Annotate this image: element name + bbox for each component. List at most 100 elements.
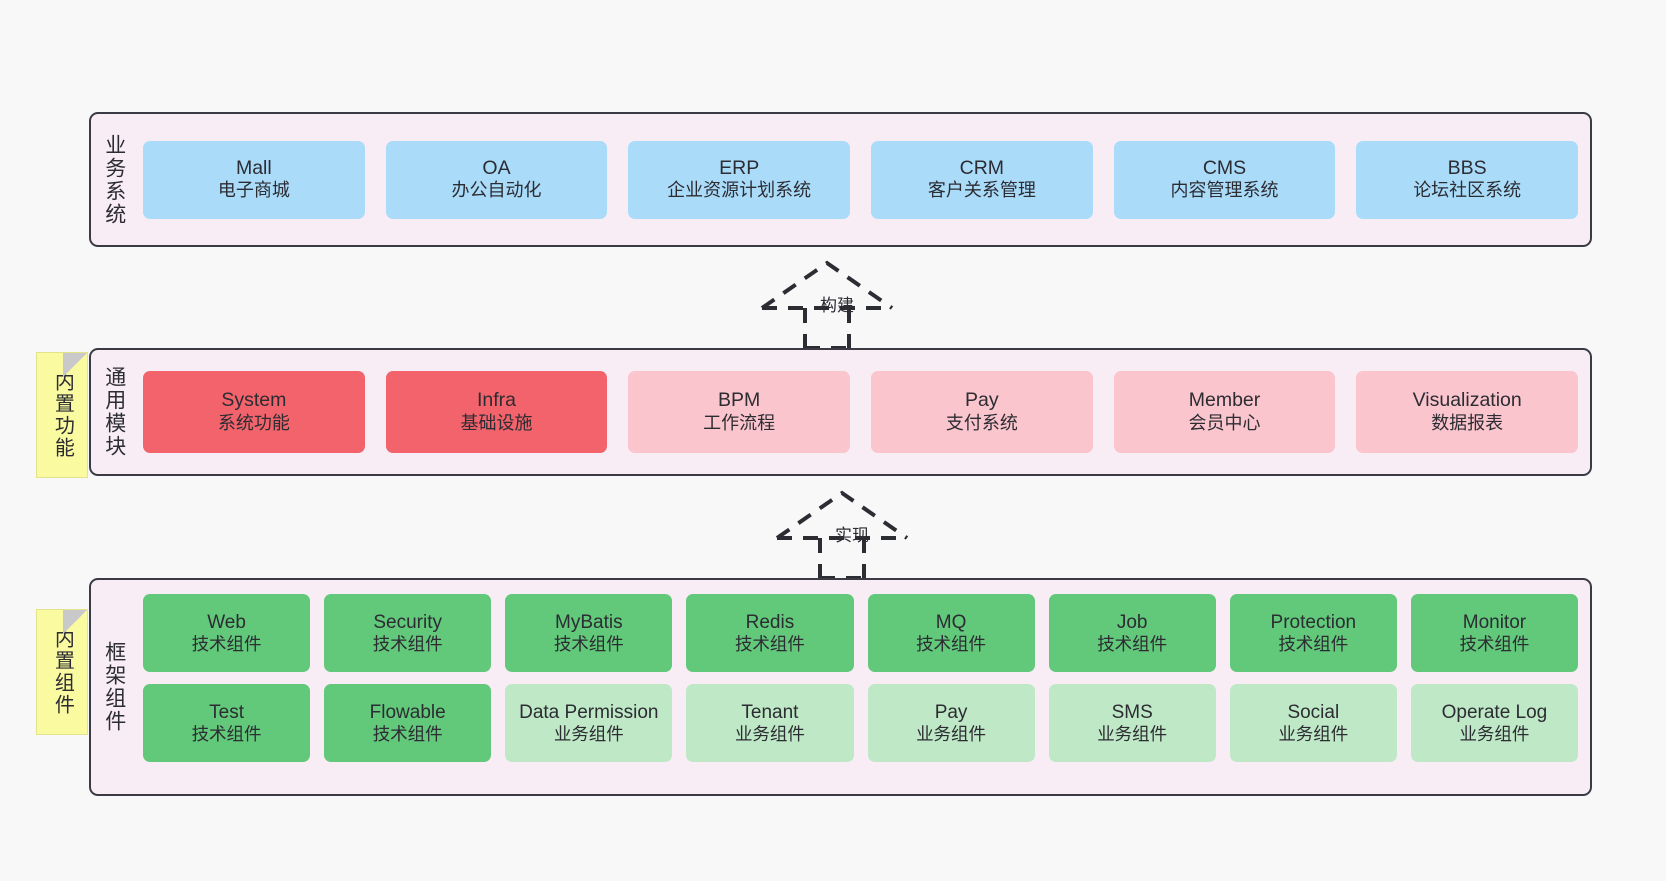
- node-pay-component[interactable]: Pay 业务组件: [867, 684, 1035, 762]
- node-infra[interactable]: Infra 基础设施: [385, 371, 608, 453]
- node-subtitle: 技术组件: [1278, 633, 1349, 654]
- node-subtitle: 技术组件: [553, 633, 624, 654]
- node-subtitle: 技术组件: [1459, 633, 1530, 654]
- node-subtitle: 业务组件: [1278, 723, 1349, 744]
- node-title: Security: [373, 611, 442, 633]
- node-subtitle: 技术组件: [916, 633, 987, 654]
- node-tenant[interactable]: Tenant 业务组件: [686, 684, 854, 762]
- node-title: OA: [482, 156, 511, 179]
- node-mybatis[interactable]: MyBatis 技术组件: [505, 594, 673, 672]
- node-bpm[interactable]: BPM 工作流程: [628, 371, 851, 453]
- node-title: Monitor: [1462, 611, 1527, 633]
- node-subtitle: 论坛社区系统: [1413, 180, 1522, 201]
- layer-body-modules: System 系统功能 Infra 基础设施 BPM 工作流程 Pay 支付系统…: [137, 350, 1590, 474]
- node-social[interactable]: Social 业务组件: [1229, 684, 1397, 762]
- node-subtitle: 业务组件: [1459, 723, 1530, 744]
- connector-label-implement: 实现: [835, 526, 869, 545]
- node-subtitle: 技术组件: [191, 723, 262, 744]
- node-subtitle: 业务组件: [916, 723, 987, 744]
- node-title: BBS: [1447, 156, 1487, 179]
- node-subtitle: 技术组件: [191, 633, 262, 654]
- node-mq[interactable]: MQ 技术组件: [867, 594, 1035, 672]
- layer-framework-components: 框架组件 Web 技术组件 Security 技术组件 MyBatis 技术组件…: [89, 578, 1592, 796]
- node-monitor[interactable]: Monitor 技术组件: [1410, 594, 1578, 672]
- node-operate-log[interactable]: Operate Log 业务组件: [1410, 684, 1578, 762]
- node-pay-module[interactable]: Pay 支付系统: [871, 371, 1093, 453]
- node-title: Social: [1287, 701, 1340, 723]
- node-subtitle: 业务组件: [553, 723, 624, 744]
- layer-common-modules: 通用模块 System 系统功能 Infra 基础设施 BPM 工作流程 Pay…: [89, 348, 1592, 476]
- node-title: SMS: [1111, 701, 1153, 723]
- node-title: Flowable: [369, 701, 446, 723]
- layer-title-modules: 通用模块: [102, 366, 126, 458]
- node-subtitle: 客户关系管理: [927, 180, 1036, 201]
- layer-title-framework: 框架组件: [102, 641, 126, 733]
- node-title: Visualization: [1412, 389, 1522, 412]
- sticky-label: 内置组件: [51, 628, 74, 716]
- connector-label-build: 构建: [820, 296, 854, 315]
- node-subtitle: 技术组件: [372, 723, 443, 744]
- node-web[interactable]: Web 技术组件: [143, 594, 311, 672]
- node-subtitle: 数据报表: [1431, 412, 1504, 433]
- sticky-note-builtin-functions: 内置功能: [36, 352, 88, 478]
- node-title: Web: [207, 611, 246, 633]
- node-oa[interactable]: OA 办公自动化: [385, 140, 608, 219]
- node-flowable[interactable]: Flowable 技术组件: [324, 684, 492, 762]
- node-title: CMS: [1202, 156, 1247, 179]
- node-visualization[interactable]: Visualization 数据报表: [1356, 371, 1579, 453]
- connector-build: 构建: [757, 258, 907, 350]
- node-subtitle: 基础设施: [460, 412, 533, 433]
- node-title: Tenant: [741, 701, 799, 723]
- node-title: Redis: [745, 611, 795, 633]
- generalization-arrowhead: [775, 490, 909, 540]
- node-subtitle: 内容管理系统: [1170, 180, 1279, 201]
- node-security[interactable]: Security 技术组件: [324, 594, 492, 672]
- node-subtitle: 技术组件: [734, 633, 805, 654]
- node-subtitle: 系统功能: [217, 412, 290, 433]
- node-subtitle: 会员中心: [1188, 412, 1261, 433]
- node-redis[interactable]: Redis 技术组件: [686, 594, 854, 672]
- node-title: Data Permission: [519, 701, 659, 723]
- node-cms[interactable]: CMS 内容管理系统: [1113, 140, 1336, 219]
- node-protection[interactable]: Protection 技术组件: [1229, 594, 1397, 672]
- node-erp[interactable]: ERP 企业资源计划系统: [628, 140, 851, 219]
- node-title: MQ: [935, 611, 967, 633]
- node-subtitle: 技术组件: [372, 633, 443, 654]
- layer-body-business: Mall 电子商城 OA 办公自动化 ERP 企业资源计划系统 CRM 客户关系…: [137, 114, 1590, 245]
- connector-implement: 实现: [772, 488, 922, 580]
- generalization-arrowhead: [760, 260, 894, 310]
- node-job[interactable]: Job 技术组件: [1048, 594, 1216, 672]
- node-subtitle: 办公自动化: [451, 180, 542, 201]
- node-bbs[interactable]: BBS 论坛社区系统: [1356, 140, 1579, 219]
- node-title: Pay: [934, 701, 968, 723]
- node-subtitle: 电子商城: [217, 180, 290, 201]
- node-test[interactable]: Test 技术组件: [143, 684, 311, 762]
- node-crm[interactable]: CRM 客户关系管理: [871, 140, 1093, 219]
- node-title: BPM: [718, 389, 761, 412]
- node-title: Infra: [476, 389, 517, 412]
- node-data-permission[interactable]: Data Permission 业务组件: [505, 684, 673, 762]
- node-title: CRM: [959, 156, 1005, 179]
- node-subtitle: 技术组件: [1097, 633, 1168, 654]
- sticky-note-builtin-components: 内置组件: [36, 609, 88, 735]
- framework-row-technical: Web 技术组件 Security 技术组件 MyBatis 技术组件 Redi…: [143, 594, 1578, 672]
- node-title: ERP: [719, 156, 760, 179]
- node-subtitle: 支付系统: [945, 412, 1018, 433]
- node-title: Job: [1116, 611, 1148, 633]
- node-title: Pay: [965, 389, 999, 412]
- layer-body-framework: Web 技术组件 Security 技术组件 MyBatis 技术组件 Redi…: [137, 580, 1590, 794]
- node-system[interactable]: System 系统功能: [143, 371, 365, 453]
- node-subtitle: 业务组件: [734, 723, 805, 744]
- node-title: Test: [209, 701, 244, 723]
- node-member[interactable]: Member 会员中心: [1113, 371, 1336, 453]
- node-title: MyBatis: [555, 611, 623, 633]
- node-sms[interactable]: SMS 业务组件: [1048, 684, 1216, 762]
- node-mall[interactable]: Mall 电子商城: [143, 140, 365, 219]
- node-subtitle: 业务组件: [1097, 723, 1168, 744]
- framework-row-business: Test 技术组件 Flowable 技术组件 Data Permission …: [143, 684, 1578, 762]
- node-title: Member: [1188, 389, 1261, 412]
- node-title: Protection: [1270, 611, 1357, 633]
- sticky-label: 内置功能: [51, 371, 74, 459]
- node-subtitle: 工作流程: [703, 412, 776, 433]
